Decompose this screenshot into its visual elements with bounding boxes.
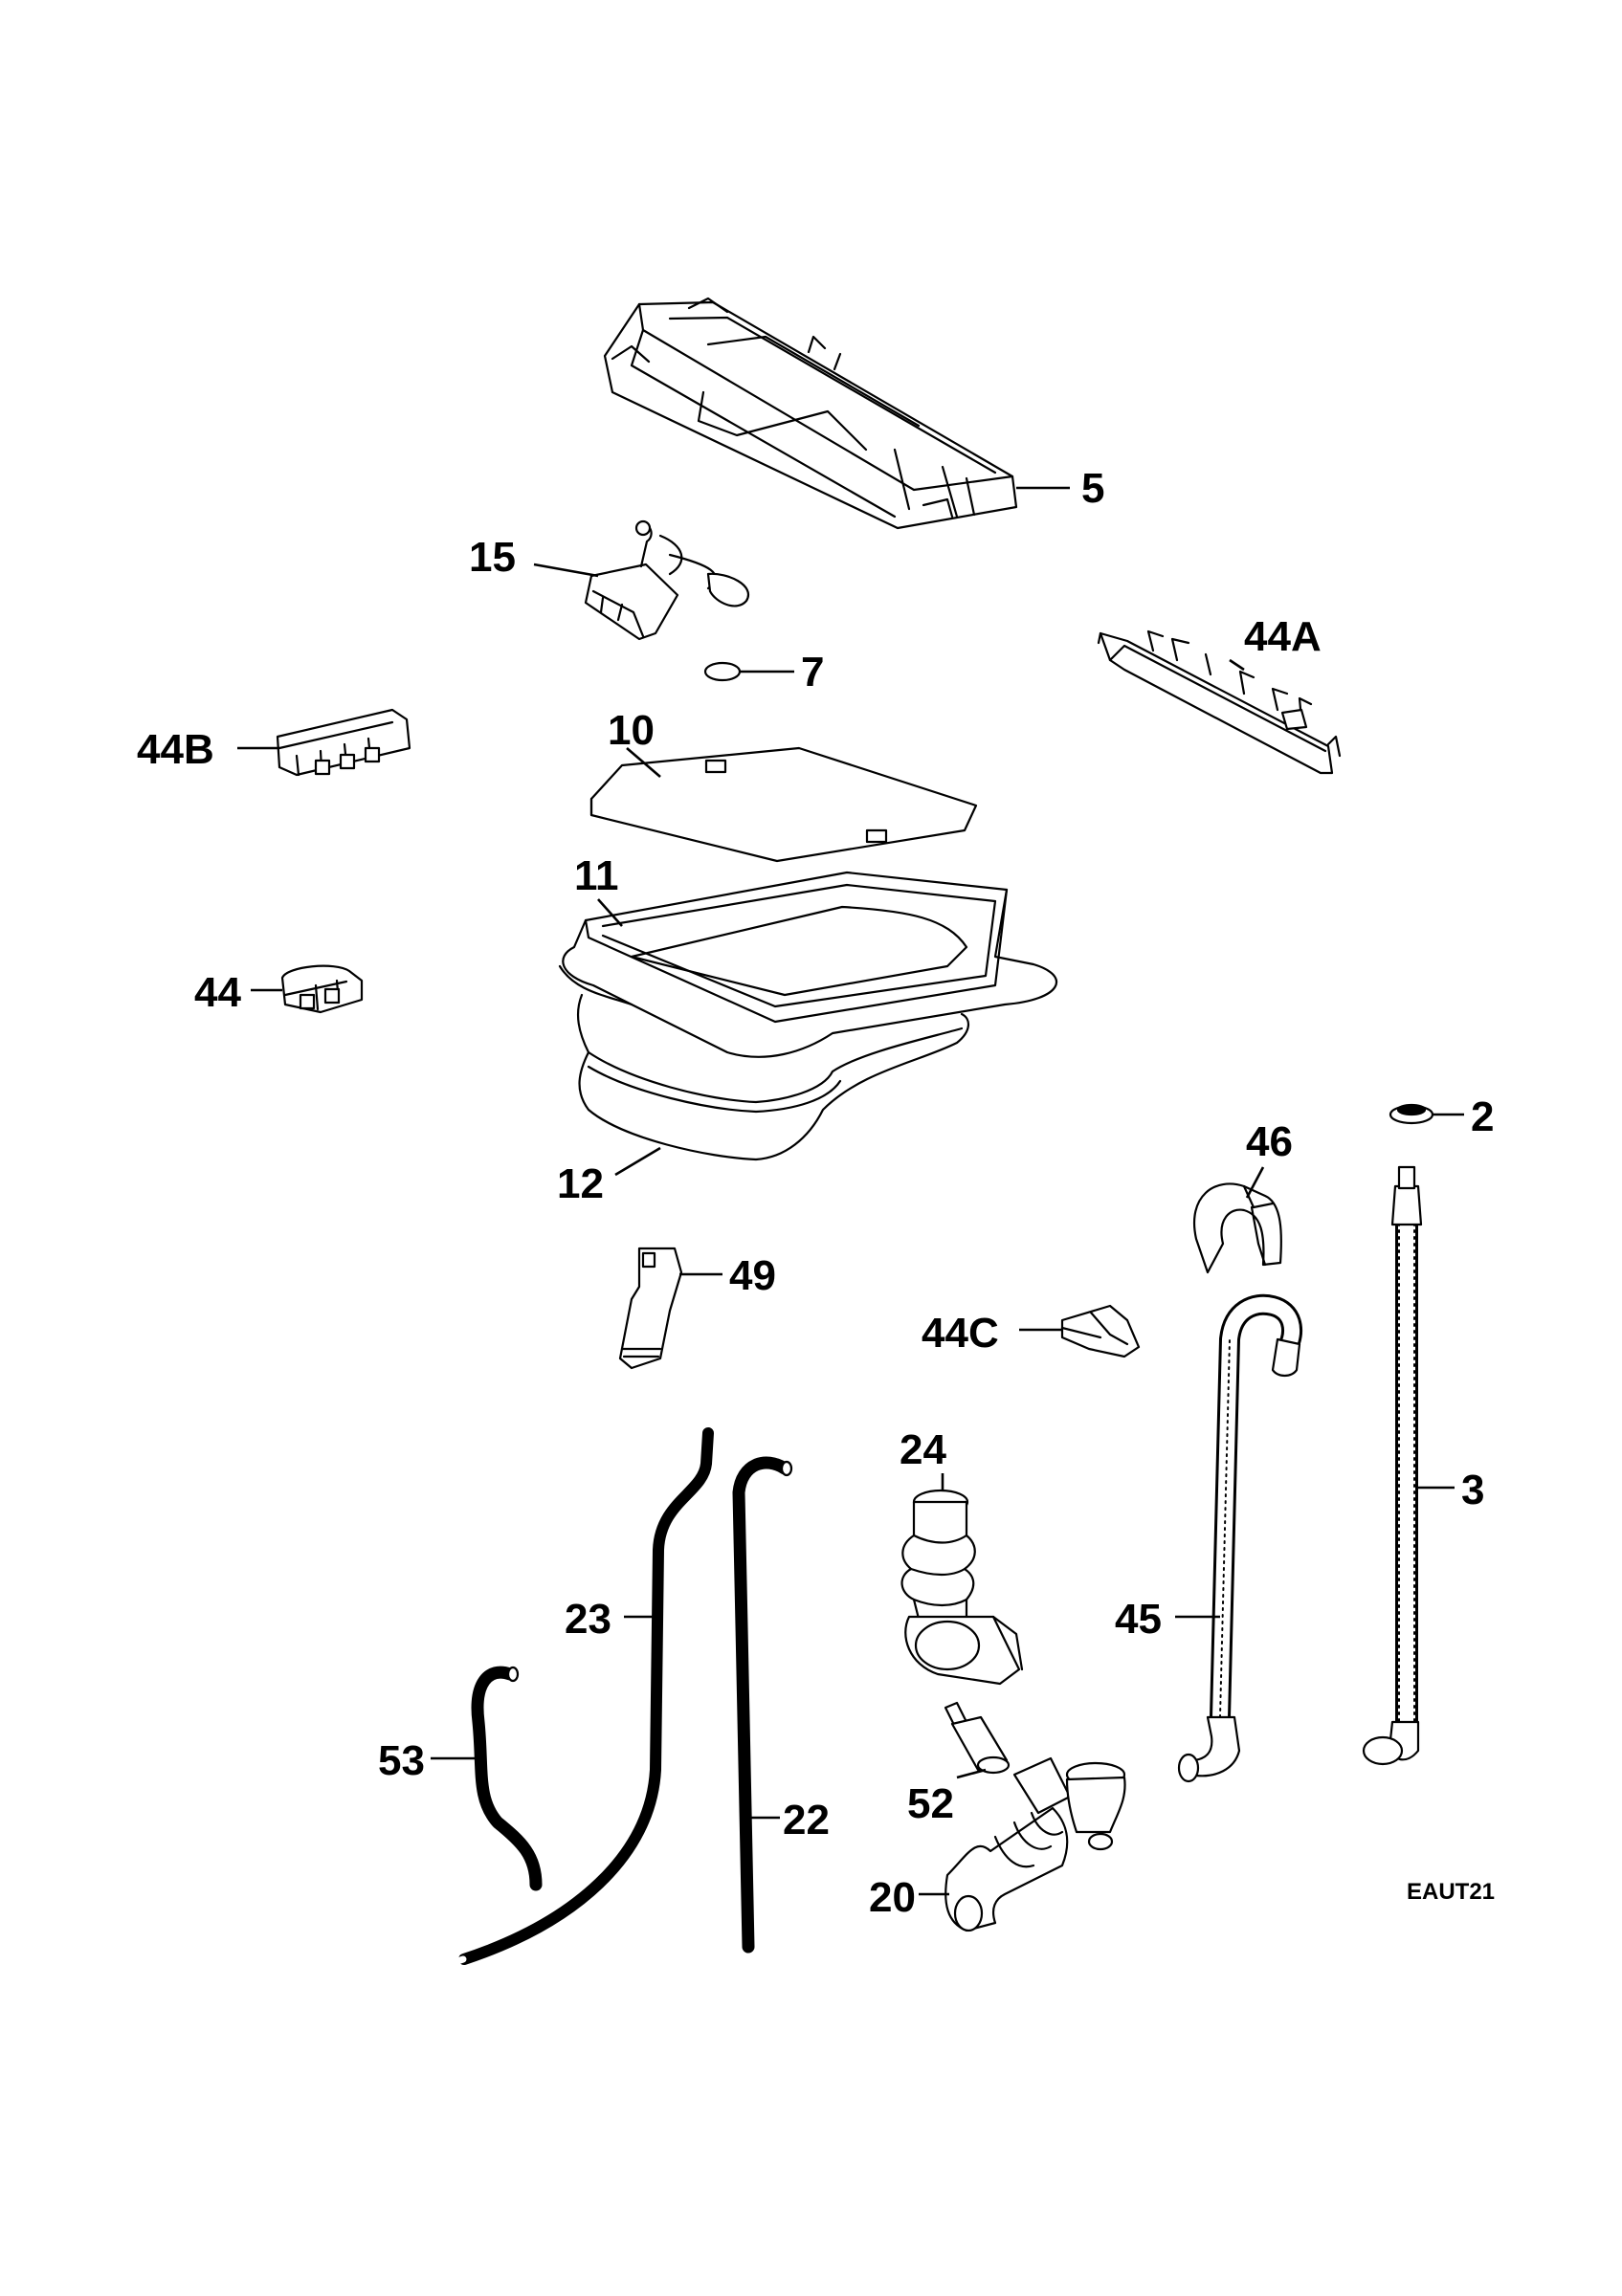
label-22: 22 xyxy=(783,1797,830,1843)
part-11-tub-gasket[interactable] xyxy=(558,871,1058,1058)
label-44: 44 xyxy=(194,969,241,1016)
label-23: 23 xyxy=(565,1596,611,1643)
part-22-hose[interactable] xyxy=(732,1456,793,1954)
part-23-hose[interactable] xyxy=(454,1427,714,1965)
label-10: 10 xyxy=(608,707,655,754)
label-46: 46 xyxy=(1246,1118,1293,1165)
part-20-sump-hose[interactable] xyxy=(944,1756,1126,1932)
label-3: 3 xyxy=(1461,1467,1484,1513)
label-49: 49 xyxy=(729,1252,776,1299)
label-15: 15 xyxy=(469,534,516,581)
part-44B-clip[interactable] xyxy=(276,708,411,777)
part-labels: 5 15 7 44A 44B 10 11 44 12 2 46 49 44C 2… xyxy=(137,465,1495,1921)
label-44B: 44B xyxy=(137,726,214,773)
label-5: 5 xyxy=(1081,465,1104,512)
part-3-inlet-hose[interactable] xyxy=(1362,1165,1423,1766)
part-45-drain-hose[interactable] xyxy=(1177,1293,1302,1783)
label-44C: 44C xyxy=(922,1310,999,1357)
part-52-sensor[interactable] xyxy=(944,1701,1011,1775)
part-44-clip[interactable] xyxy=(280,964,364,1014)
part-12-tub-boot[interactable] xyxy=(576,993,969,1161)
part-53-hose[interactable] xyxy=(471,1666,543,1891)
part-24-bellows[interactable] xyxy=(900,1489,1024,1686)
part-10-cover-plate[interactable] xyxy=(589,746,978,863)
part-49-pcb[interactable] xyxy=(618,1247,683,1370)
label-53: 53 xyxy=(378,1737,425,1784)
part-2-cap[interactable] xyxy=(1389,1103,1434,1125)
drawing-code: EAUT21 xyxy=(1407,1879,1495,1905)
part-44A-bracket[interactable] xyxy=(1097,629,1342,775)
label-11: 11 xyxy=(574,852,619,899)
label-24: 24 xyxy=(900,1426,946,1473)
label-2: 2 xyxy=(1471,1093,1494,1140)
label-12: 12 xyxy=(557,1160,604,1207)
part-5-drawer-housing[interactable] xyxy=(603,297,1018,530)
part-46-hose-guide[interactable] xyxy=(1193,1182,1282,1274)
label-52: 52 xyxy=(907,1780,954,1827)
label-44A: 44A xyxy=(1244,613,1322,660)
label-7: 7 xyxy=(801,649,824,695)
part-7-o-ring[interactable] xyxy=(703,661,742,682)
part-15-valve[interactable] xyxy=(584,519,750,641)
label-20: 20 xyxy=(869,1874,916,1921)
label-45: 45 xyxy=(1115,1596,1162,1643)
part-44C-clip[interactable] xyxy=(1060,1304,1141,1358)
leader-lines xyxy=(237,486,1464,1896)
